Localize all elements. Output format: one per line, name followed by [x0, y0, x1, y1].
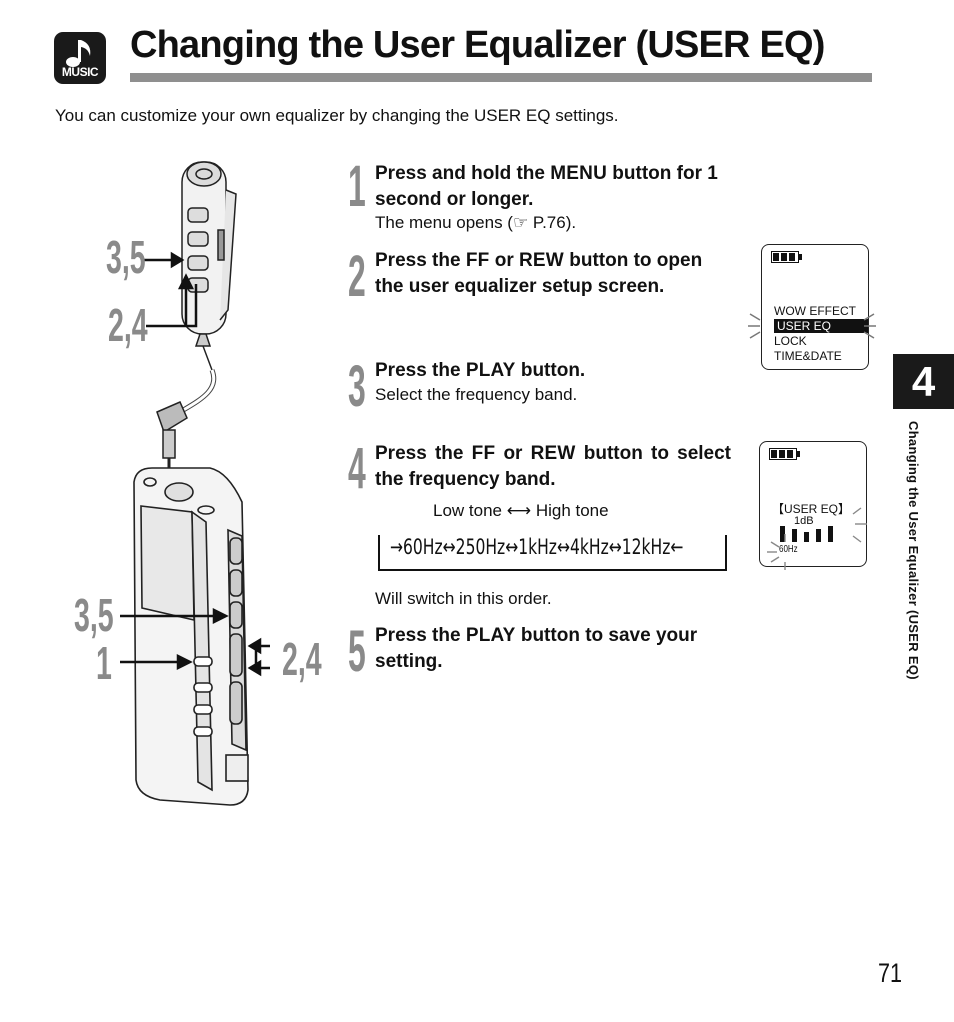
battery-icon	[769, 448, 800, 460]
sequence-arrow-icon: →	[390, 535, 404, 559]
step-3-note: Select the frequency band.	[375, 385, 578, 404]
callout-step-1-body: 1	[96, 637, 112, 689]
step-3-instruction: Press the PLAY button.	[375, 360, 586, 381]
frequency-band-label: 60Hz	[403, 535, 443, 559]
eq-band-bar	[780, 526, 785, 542]
sequence-arrow-icon: ↔	[556, 535, 570, 559]
callout-arrows	[120, 251, 270, 677]
step-3-number: 3	[348, 354, 366, 419]
sequence-arrow-icon: ←	[670, 535, 684, 559]
page-title: Changing the User Equalizer (USER EQ)	[130, 24, 825, 66]
step-1-note: The menu opens (☞ P.76).	[375, 213, 577, 232]
step-1-instruction: Press and hold the MENU button for 1 sec…	[375, 163, 718, 210]
lcd-eq-level: 1dB	[794, 515, 814, 527]
callout-steps-3-5-top: 3,5	[106, 231, 146, 283]
title-underline	[130, 73, 872, 82]
intro-text: You can customize your own equalizer by …	[55, 106, 619, 125]
lcd-menu-item: TIME&DATE	[774, 349, 842, 363]
step-2-instruction: Press the FF or REW button to open the u…	[375, 250, 703, 297]
lcd-menu-item: WOW EFFECT	[774, 304, 856, 318]
step-4-number: 4	[348, 436, 366, 501]
eq-band-bar	[792, 529, 797, 542]
frequency-band-label: 4kHz	[569, 535, 609, 559]
frequency-band-label: 12kHz	[621, 535, 671, 559]
frequency-band-label: 250Hz	[455, 535, 506, 559]
frequency-sequence: →60Hz↔250Hz↔1kHz↔4kHz↔12kHz←	[390, 535, 683, 559]
lcd-menu-screen: WOW EFFECT USER EQ LOCK TIME&DATE	[761, 244, 869, 370]
lcd-eq-band: 60Hz	[779, 544, 798, 555]
running-title: Changing the User Equalizer (USER EQ)	[906, 421, 921, 680]
step-2-number: 2	[348, 244, 366, 309]
eq-band-bar	[804, 532, 809, 542]
sequence-arrow-icon: ↔	[608, 535, 622, 559]
page-number: 71	[878, 958, 903, 988]
step-5-number: 5	[348, 619, 366, 684]
eq-band-bar	[828, 526, 833, 542]
callout-steps-3-5-body: 3,5	[74, 589, 114, 641]
music-icon-label: MUSIC	[61, 65, 99, 79]
music-icon: MUSIC	[54, 32, 106, 84]
step-1-number: 1	[348, 154, 366, 219]
lcd-menu-item: LOCK	[774, 334, 807, 348]
sequence-arrow-icon: ↔	[505, 535, 519, 559]
step-5-instruction: Press the PLAY button to save your setti…	[375, 625, 698, 672]
blink-indicator-icon	[767, 507, 867, 570]
remote-microphone	[156, 161, 237, 470]
sequence-arrow-icon: ↔	[442, 535, 456, 559]
frequency-band-label: 1kHz	[518, 535, 557, 559]
blink-indicator-icon	[748, 313, 876, 339]
lcd-eq-title: 【USER EQ】	[772, 502, 851, 516]
recorder-body	[133, 467, 249, 806]
tone-direction-caption: Low tone ⟷ High tone	[433, 501, 609, 520]
lcd-menu-item-selected: USER EQ	[774, 319, 868, 333]
callout-steps-2-4-top: 2,4	[108, 299, 148, 351]
eq-band-bar	[816, 529, 821, 542]
voice-recorder-illustration	[120, 161, 270, 806]
battery-icon	[771, 251, 802, 263]
step-4-instruction: Press the FF or REW button to select the…	[375, 443, 732, 490]
chapter-tab: 4	[893, 354, 954, 409]
frequency-sequence-box: →60Hz↔250Hz↔1kHz↔4kHz↔12kHz←	[378, 535, 727, 571]
callout-steps-2-4-side: 2,4	[282, 633, 322, 685]
step-4-note: Will switch in this order.	[375, 589, 552, 608]
